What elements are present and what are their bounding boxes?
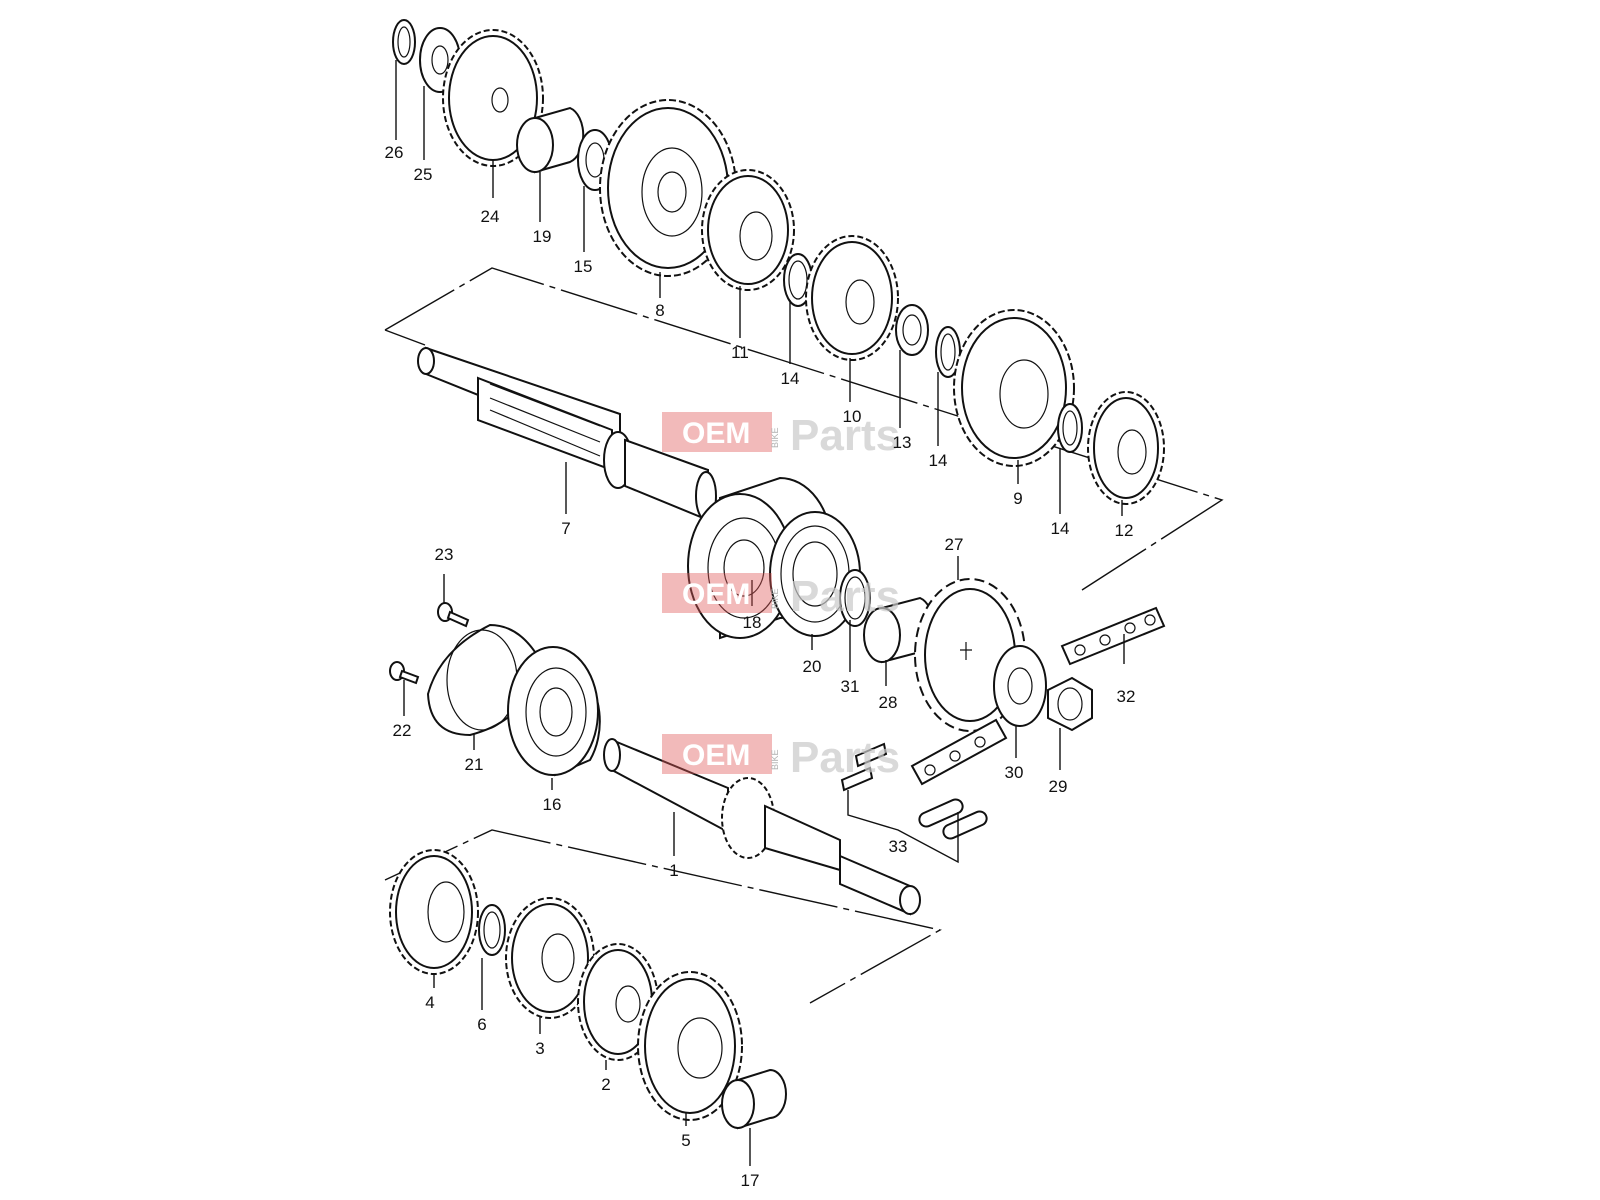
callout-31: 31 xyxy=(841,677,860,696)
svg-text:Parts: Parts xyxy=(790,733,900,782)
callout-20: 20 xyxy=(803,657,822,676)
watermark: OEM BIKE Parts xyxy=(662,572,900,621)
svg-text:BIKE: BIKE xyxy=(770,749,780,770)
callout-26: 26 xyxy=(385,143,404,162)
leader-lines xyxy=(395,60,1125,1166)
callout-4: 4 xyxy=(425,993,434,1012)
callout-25: 25 xyxy=(414,165,433,184)
gear-part xyxy=(505,897,595,1019)
gear-part xyxy=(637,971,743,1121)
callout-16: 16 xyxy=(543,795,562,814)
gear-part xyxy=(389,849,479,975)
callout-11: 11 xyxy=(731,343,749,362)
circlip-part xyxy=(392,19,416,65)
bolt-part xyxy=(437,602,470,628)
callout-23: 23 xyxy=(435,545,454,564)
gear-part xyxy=(442,29,544,167)
drive-chain-part xyxy=(910,606,1166,786)
bearing-part xyxy=(507,646,601,777)
chain-joint-part xyxy=(840,742,988,840)
countershaft-assembly-outline xyxy=(384,267,1224,591)
callout-24: 24 xyxy=(481,207,500,226)
callout-22: 22 xyxy=(393,721,412,740)
callout-8: 8 xyxy=(655,301,664,320)
svg-text:Parts: Parts xyxy=(790,411,900,460)
callout-12: 12 xyxy=(1115,521,1134,540)
callout-14c: 14 xyxy=(1051,519,1070,538)
nut-part xyxy=(1047,676,1093,732)
callout-6: 6 xyxy=(477,1015,486,1034)
callout-2: 2 xyxy=(601,1075,610,1094)
callout-21: 21 xyxy=(465,755,484,774)
callout-15: 15 xyxy=(574,257,593,276)
bushing-part xyxy=(516,106,585,174)
svg-text:OEM: OEM xyxy=(682,578,750,611)
callout-7: 7 xyxy=(561,519,570,538)
svg-text:OEM: OEM xyxy=(682,739,750,772)
callout-28: 28 xyxy=(879,693,898,712)
bolt-part xyxy=(389,661,420,685)
gear-part xyxy=(805,235,899,361)
washer-part xyxy=(895,304,929,356)
bushing-part xyxy=(721,1068,787,1130)
callout-18: 18 xyxy=(743,613,762,632)
callout-3: 3 xyxy=(535,1039,544,1058)
callout-19: 19 xyxy=(533,227,552,246)
callout-9: 9 xyxy=(1013,489,1022,508)
callout-27: 27 xyxy=(945,535,964,554)
callout-13: 13 xyxy=(893,433,912,452)
watermark: OEM BIKE Parts xyxy=(662,733,900,782)
callout-33: 33 xyxy=(889,837,908,856)
driveshaft-part xyxy=(603,738,921,916)
callout-1: 1 xyxy=(669,861,678,880)
watermark: OEM BIKE Parts xyxy=(662,411,900,460)
svg-text:BIKE: BIKE xyxy=(770,588,780,609)
gear-part xyxy=(577,943,659,1061)
svg-text:Parts: Parts xyxy=(790,572,900,621)
callout-14b: 14 xyxy=(929,451,948,470)
circlip-part xyxy=(478,904,506,956)
callout-14a: 14 xyxy=(781,369,800,388)
callout-32: 32 xyxy=(1117,687,1136,706)
gear-part xyxy=(953,309,1075,467)
callout-10: 10 xyxy=(843,407,862,426)
circlip-part xyxy=(1057,403,1083,453)
svg-text:BIKE: BIKE xyxy=(770,427,780,448)
svg-text:OEM: OEM xyxy=(682,417,750,450)
gear-part xyxy=(701,169,795,291)
lock-washer-part xyxy=(993,645,1047,727)
callout-30: 30 xyxy=(1005,763,1024,782)
callout-5: 5 xyxy=(681,1131,690,1150)
callout-labels: 26 25 24 19 15 8 11 14 10 13 14 9 14 12 … xyxy=(385,143,1136,1190)
callout-29: 29 xyxy=(1049,777,1068,796)
o-ring-part xyxy=(839,569,871,627)
callout-17: 17 xyxy=(741,1171,760,1190)
gear-part xyxy=(1087,391,1165,505)
